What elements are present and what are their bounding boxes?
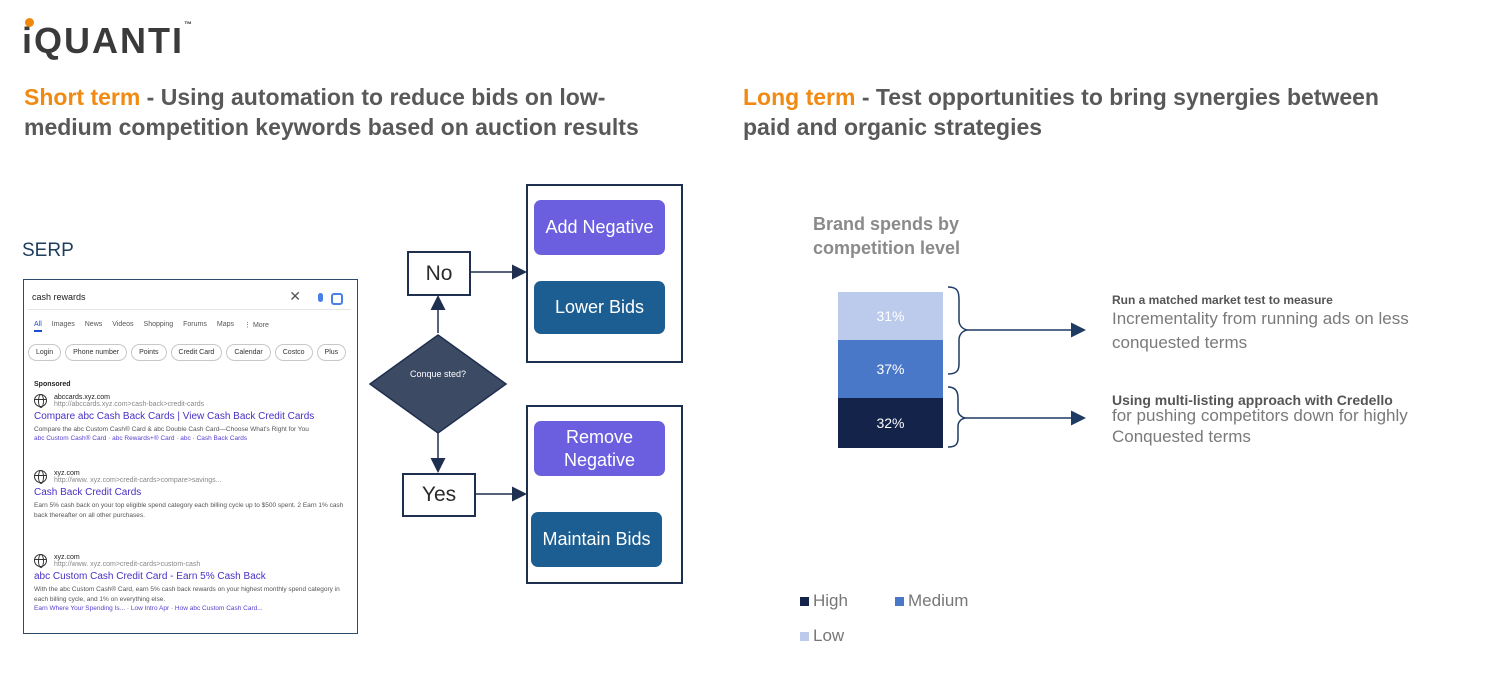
note-heading: Using multi-listing approach with Credel… bbox=[1112, 392, 1393, 408]
note-text: Incrementality from running ads on less … bbox=[1112, 309, 1409, 352]
serp-screenshot: cash rewards ✕ All Images News Videos Sh… bbox=[23, 279, 358, 634]
clear-icon[interactable]: ✕ bbox=[289, 288, 301, 304]
chart-brackets bbox=[947, 286, 1086, 448]
legend-swatch bbox=[895, 596, 904, 606]
tab-videos[interactable]: Videos bbox=[112, 321, 134, 328]
short-term-heading: Short term - Using automation to reduce … bbox=[24, 82, 684, 142]
result-url: http://www. xyz.com>credit-cards>custom-… bbox=[54, 561, 201, 568]
result-url: http://abccards.xyz.com>cash-back>credit… bbox=[54, 401, 205, 408]
search-result: xyz.com http://www. xyz.com>credit-cards… bbox=[34, 554, 352, 612]
result-description: Earn 5% cash back on your top eligible s… bbox=[34, 502, 344, 519]
legend-item-medium: Medium bbox=[895, 591, 968, 611]
result-title-link[interactable]: Compare abc Cash Back Cards | View Cash … bbox=[34, 411, 315, 422]
tab-images[interactable]: Images bbox=[51, 321, 75, 328]
logo-text: iQUANTI bbox=[22, 20, 184, 61]
decision-diamond bbox=[368, 334, 508, 434]
note-multi-listing: Using multi-listing approach with Credel… bbox=[1112, 392, 1472, 447]
lower-bids-button: Lower Bids bbox=[534, 281, 665, 334]
chip-calendar[interactable]: Calendar bbox=[226, 344, 271, 361]
tab-maps[interactable]: Maps bbox=[216, 321, 234, 328]
chip-login[interactable]: Login bbox=[28, 344, 62, 361]
tab-forums[interactable]: Forums bbox=[183, 321, 207, 328]
result-domain: xyz.com bbox=[54, 554, 80, 561]
legend-swatch bbox=[800, 631, 809, 641]
iquanti-logo: iQUANTI™ bbox=[22, 18, 192, 62]
result-description: With the abc Custom Cash® Card, earn 5% … bbox=[34, 586, 340, 603]
logo-dot-icon bbox=[25, 18, 34, 27]
result-site: xyz.com http://www. xyz.com>credit-cards… bbox=[34, 470, 352, 484]
chip-points[interactable]: Points bbox=[131, 344, 167, 361]
legend-label: Low bbox=[813, 626, 845, 645]
tab-more[interactable]: ⋮ More bbox=[244, 322, 269, 329]
chip-phone-number[interactable]: Phone number bbox=[65, 344, 128, 361]
bracket-low-medium bbox=[947, 286, 968, 375]
bar-value-label: 31% bbox=[876, 308, 905, 324]
flowchart-connectors bbox=[368, 264, 527, 502]
chip-costco[interactable]: Costco bbox=[274, 344, 313, 361]
result-url: http://www. xyz.com>credit-cards>compare… bbox=[54, 477, 222, 484]
tab-all[interactable]: All bbox=[34, 321, 42, 332]
microphone-icon[interactable] bbox=[318, 293, 323, 302]
short-term-description: - Using automation to reduce bids on low… bbox=[24, 84, 639, 140]
serp-label: SERP bbox=[22, 240, 74, 261]
result-sitelinks[interactable]: abc Custom Cash® Card · abc Rewards+® Ca… bbox=[34, 435, 248, 442]
result-site: xyz.com http://www. xyz.com>credit-cards… bbox=[34, 554, 352, 568]
result-site: abccards.xyz.com http://abccards.xyz.com… bbox=[34, 394, 352, 408]
chip-credit-card[interactable]: Credit Card bbox=[170, 344, 223, 361]
bar-segment-medium: 37% bbox=[838, 340, 943, 398]
tab-shopping[interactable]: Shopping bbox=[143, 321, 174, 328]
decision-label: Conque sted? bbox=[409, 369, 467, 379]
search-query[interactable]: cash rewards bbox=[32, 292, 86, 302]
search-result: abccards.xyz.com http://abccards.xyz.com… bbox=[34, 394, 352, 442]
search-result: xyz.com http://www. xyz.com>credit-cards… bbox=[34, 470, 352, 521]
logo-trademark: ™ bbox=[184, 20, 192, 29]
bracket-high bbox=[947, 386, 966, 448]
maintain-bids-button: Maintain Bids bbox=[531, 512, 662, 567]
legend-swatch bbox=[800, 596, 809, 606]
legend-label: High bbox=[813, 591, 848, 610]
search-tabs: All Images News Videos Shopping Forums M… bbox=[34, 321, 269, 332]
legend-item-high: High bbox=[800, 591, 848, 611]
tab-news[interactable]: News bbox=[84, 321, 103, 328]
result-domain: xyz.com bbox=[54, 470, 80, 477]
globe-icon bbox=[34, 470, 47, 484]
legend-item-low: Low bbox=[800, 626, 844, 646]
long-term-description: - Test opportunities to bring synergies … bbox=[743, 84, 1379, 140]
short-term-label: Short term bbox=[24, 84, 141, 110]
result-description: Compare the abc Custom Cash® Card & abc … bbox=[34, 426, 309, 433]
result-title-link[interactable]: abc Custom Cash Credit Card - Earn 5% Ca… bbox=[34, 571, 266, 582]
sponsored-label: Sponsored bbox=[34, 381, 71, 388]
chip-plus[interactable]: Plus bbox=[316, 344, 347, 361]
bar-segment-low: 31% bbox=[838, 292, 943, 340]
result-domain: abccards.xyz.com bbox=[54, 394, 111, 401]
yes-box: Yes bbox=[402, 473, 476, 517]
result-title-link[interactable]: Cash Back Credit Cards bbox=[34, 487, 142, 498]
note-text: for pushing competitors down for highly … bbox=[1112, 406, 1408, 446]
remove-negative-button: Remove Negative bbox=[534, 421, 665, 476]
chart-title: Brand spends by competition level bbox=[813, 214, 961, 258]
long-term-heading: Long term - Test opportunities to bring … bbox=[743, 82, 1383, 142]
bar-value-label: 32% bbox=[876, 415, 905, 431]
globe-icon bbox=[34, 554, 47, 568]
globe-icon bbox=[34, 394, 47, 408]
legend-label: Medium bbox=[908, 591, 969, 610]
filter-chips: Login Phone number Points Credit Card Ca… bbox=[28, 344, 347, 361]
add-negative-button: Add Negative bbox=[534, 200, 665, 255]
search-bar[interactable]: cash rewards ✕ bbox=[28, 285, 351, 310]
long-term-label: Long term bbox=[743, 84, 856, 110]
note-matched-market: Run a matched market test to measure Inc… bbox=[1112, 293, 1472, 355]
result-sitelinks[interactable]: Earn Where Your Spending Is... · Low Int… bbox=[34, 605, 263, 612]
note-heading: Run a matched market test to measure bbox=[1112, 293, 1333, 307]
bar-segment-high: 32% bbox=[838, 398, 943, 448]
lens-icon[interactable] bbox=[331, 293, 343, 305]
no-box: No bbox=[407, 251, 471, 296]
bar-value-label: 37% bbox=[876, 361, 905, 377]
